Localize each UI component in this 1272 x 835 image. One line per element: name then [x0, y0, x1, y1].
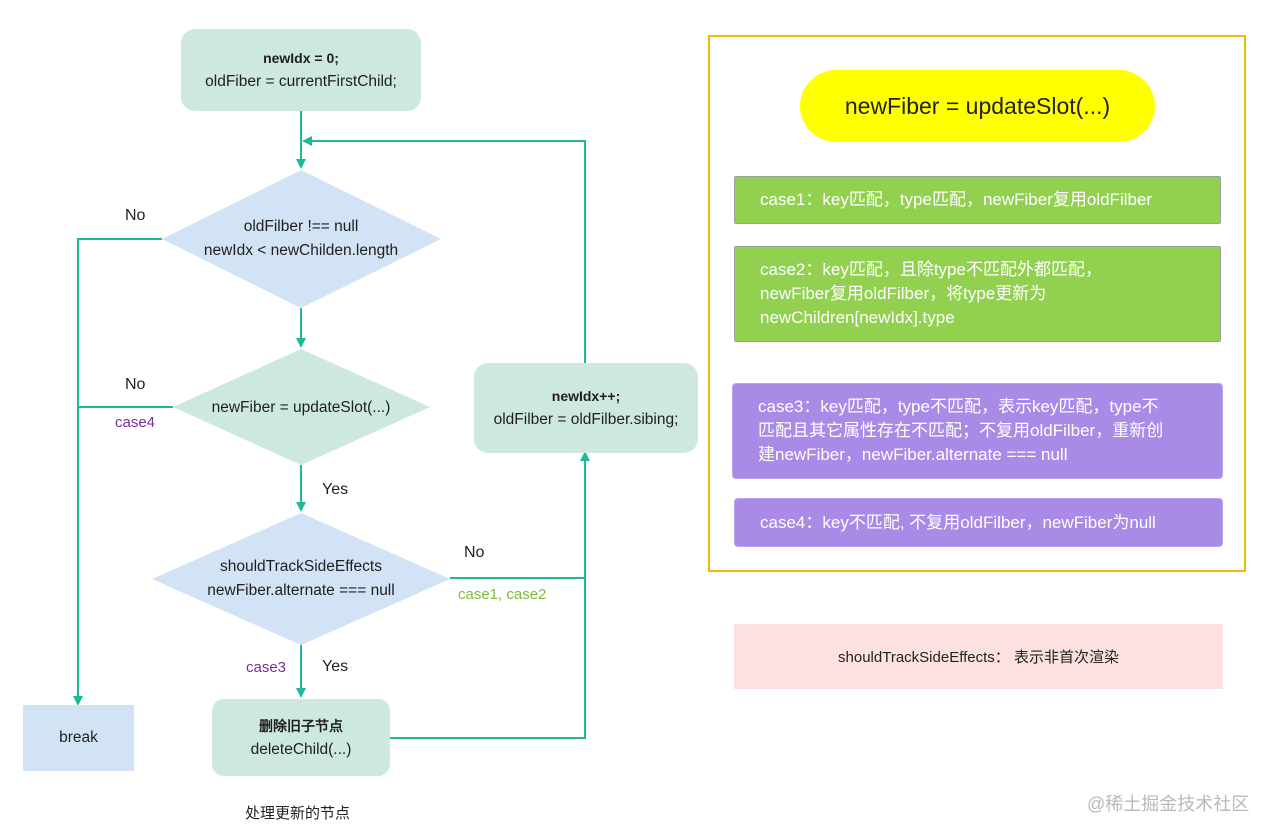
case4-box: case4：key不匹配, 不复用oldFilber，newFiber为null — [734, 498, 1223, 547]
side-effects-note-text: shouldTrackSideEffects： 表示非首次渲染 — [838, 649, 1119, 666]
connector-loop-no-to-break — [73, 238, 162, 706]
increment-node: newIdx++; oldFilber = oldFilber.sibing; — [474, 363, 698, 453]
label-yes-update-slot: Yes — [322, 481, 349, 498]
decision-shape-update-slot — [173, 349, 430, 465]
case3-line3: 建newFiber，newFiber.alternate === null — [758, 445, 1068, 464]
label-case4: case4 — [115, 414, 156, 431]
case2-line3: newChildren[newIdx].type — [760, 308, 955, 327]
connector-delete-to-increment — [390, 578, 586, 739]
case1-line1: case1：key匹配，type匹配，newFiber复用oldFilber — [760, 190, 1153, 209]
case2-line1: case2：key匹配，且除type不匹配外都匹配， — [760, 260, 1102, 279]
legend-title: newFiber = updateSlot(...) — [844, 92, 1111, 119]
case2-line2: newFiber复用oldFilber，将type更新为 — [760, 284, 1047, 303]
loop-condition-line2: newIdx < newChilden.length — [203, 242, 399, 259]
update-slot-line1: newFiber = updateSlot(...) — [211, 399, 391, 416]
decision-shape-loop-condition — [162, 170, 441, 308]
start-node-line1: newIdx = 0; — [263, 50, 339, 66]
label-case3: case3 — [246, 659, 287, 676]
case2-box: case2：key匹配，且除type不匹配外都匹配， newFiber复用old… — [734, 246, 1221, 342]
watermark: @稀土掘金技术社区 — [1087, 794, 1250, 814]
delete-child-line2: deleteChild(...) — [250, 740, 352, 758]
break-node: break — [23, 705, 134, 771]
update-slot-text: newFiber = updateSlot(...) — [180, 395, 422, 421]
increment-node-line2: oldFilber = oldFilber.sibing; — [493, 411, 679, 428]
delete-child-line1: 删除旧子节点 — [259, 717, 343, 734]
legend-title-pill: newFiber = updateSlot(...) — [800, 70, 1155, 142]
side-effects-line2: newFiber.alternate === null — [207, 582, 395, 599]
case4-line1: case4：key不匹配, 不复用oldFilber，newFiber为null — [760, 512, 1156, 532]
label-case1-case2: case1, case2 — [458, 586, 547, 603]
start-node: newIdx = 0; oldFiber = currentFirstChild… — [181, 29, 421, 111]
increment-node-line1: newIdx++; — [551, 388, 621, 404]
decision-shape-side-effects — [152, 513, 450, 645]
label-no-loop: No — [125, 207, 146, 224]
start-node-line2: oldFiber = currentFirstChild; — [205, 73, 397, 90]
delete-child-node: 删除旧子节点 deleteChild(...) — [212, 699, 390, 776]
label-no-side-effects: No — [464, 544, 485, 561]
case3-line1: case3：key匹配，type不匹配，表示key匹配，type不 — [758, 397, 1159, 416]
loop-condition-text: oldFilber !== null newIdx < newChilden.l… — [170, 214, 432, 264]
side-effects-line1: shouldTrackSideEffects — [220, 558, 382, 575]
side-effects-text: shouldTrackSideEffects newFiber.alternat… — [160, 554, 442, 604]
case3-line2: 匹配且其它属性存在不匹配；不复用oldFilber，重新创 — [758, 421, 1164, 440]
diagram-caption: 处理更新的节点 — [245, 805, 351, 822]
case3-box: case3：key匹配，type不匹配，表示key匹配，type不 匹配且其它属… — [732, 383, 1223, 479]
label-yes-side-effects: Yes — [322, 658, 349, 675]
break-label: break — [59, 729, 98, 746]
label-no-update-slot: No — [125, 376, 146, 393]
case1-box: case1：key匹配，type匹配，newFiber复用oldFilber — [734, 176, 1221, 224]
legend-panel — [708, 35, 1246, 572]
side-effects-note: shouldTrackSideEffects： 表示非首次渲染 — [734, 624, 1223, 689]
connector-increment-loopback — [302, 136, 586, 363]
loop-condition-line1: oldFilber !== null — [243, 218, 359, 235]
